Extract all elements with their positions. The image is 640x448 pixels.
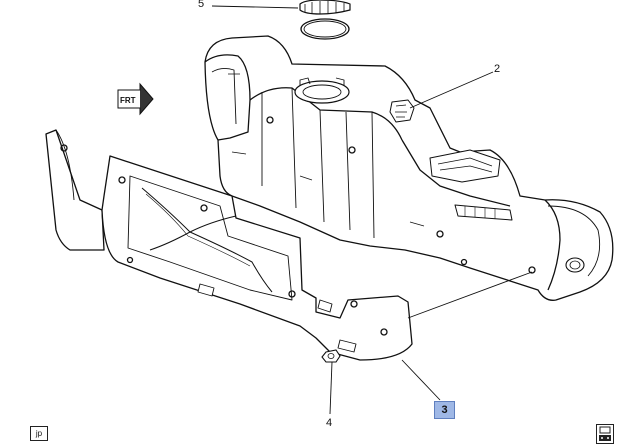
- callout-3-highlight[interactable]: 3: [434, 401, 455, 419]
- vehicle-info-icon: [596, 424, 614, 444]
- assembly-guide-line: [407, 271, 533, 319]
- region-badge: jp: [30, 426, 48, 441]
- callout-5: 5: [198, 0, 204, 10]
- front-arrow-label: FRT: [120, 96, 136, 105]
- fuel-pump-seal: [299, 0, 351, 40]
- callout-2: 2: [494, 63, 500, 75]
- front-direction-arrow: FRT: [117, 82, 154, 116]
- callout-4: 4: [326, 417, 332, 429]
- fuel-tank: [204, 35, 614, 301]
- leader-lines: [211, 5, 494, 415]
- retaining-nut: [321, 349, 341, 363]
- heat-shield: [45, 129, 413, 361]
